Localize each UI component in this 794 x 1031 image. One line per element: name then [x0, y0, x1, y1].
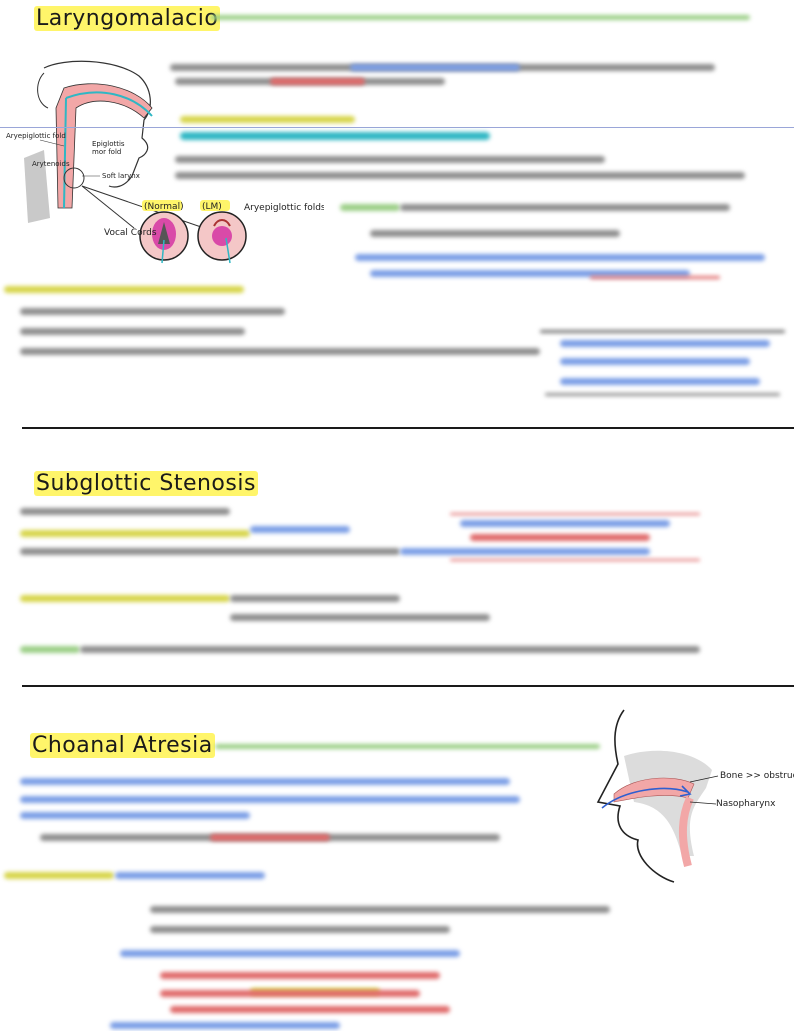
blurred-line — [175, 172, 745, 179]
blurred-line — [590, 276, 720, 279]
blurred-line — [20, 646, 80, 653]
label-bone-obstruction: Bone >> obstructi — [720, 771, 794, 781]
label-normal: (Normal) — [144, 202, 184, 212]
blurred-line — [20, 348, 540, 355]
blurred-line — [450, 559, 700, 561]
label-mor-fold: mor fold — [92, 148, 121, 156]
label-epiglottis: Epiglottis — [92, 140, 125, 148]
blurred-line — [370, 230, 620, 237]
blurred-line — [20, 328, 245, 335]
blurred-line — [20, 778, 510, 785]
label-nasopharynx: Nasopharynx — [716, 799, 776, 809]
blurred-line — [180, 116, 355, 123]
blurred-line — [270, 78, 365, 85]
blurred-line — [20, 812, 250, 819]
nasal-diagram: Bone >> obstructi Nasopharynx — [596, 709, 794, 883]
blurred-line — [450, 513, 700, 515]
blurred-line — [160, 972, 440, 979]
blurred-line — [160, 990, 420, 997]
blurred-line — [400, 204, 730, 211]
blurred-line — [460, 520, 670, 527]
blurred-line — [215, 744, 600, 749]
blurred-line — [560, 378, 760, 385]
blurred-line — [20, 548, 400, 555]
label-aryepiglottic-folds: Aryepiglottic folds — [244, 203, 324, 213]
blurred-line — [115, 872, 265, 879]
blurred-line — [355, 254, 765, 261]
section-title-choanal-atresia: Choanal Atresia — [30, 733, 215, 758]
larynx-diagram: Aryepiglottic fold Epiglottis mor fold A… — [6, 60, 324, 264]
label-arytenoids: Arytenoids — [32, 160, 70, 168]
blurred-line — [80, 646, 700, 653]
blurred-line — [250, 526, 350, 533]
blurred-line — [230, 614, 490, 621]
label-lm: (LM) — [202, 202, 222, 212]
blurred-line — [560, 340, 770, 347]
label-aryepiglottic-fold: Aryepiglottic fold — [6, 132, 66, 140]
blurred-line — [20, 530, 250, 537]
blurred-line — [175, 156, 605, 163]
blurred-line — [545, 393, 780, 396]
blurred-line — [210, 834, 330, 841]
blurred-line — [20, 595, 230, 602]
blurred-line — [540, 330, 785, 333]
divider-thin — [0, 127, 794, 128]
blurred-line — [170, 1006, 450, 1013]
blurred-line — [470, 534, 650, 541]
blurred-line — [180, 132, 490, 140]
blurred-line — [370, 270, 690, 277]
section-divider — [22, 427, 794, 429]
blurred-line — [20, 796, 520, 803]
section-title-subglottic-stenosis: Subglottic Stenosis — [34, 471, 258, 496]
blurred-line — [20, 508, 230, 515]
blurred-line — [400, 548, 650, 555]
blurred-line — [560, 358, 750, 365]
blurred-line — [120, 950, 460, 957]
label-vocal-cords: Vocal Cords — [104, 228, 157, 238]
blurred-line — [340, 204, 400, 211]
blurred-line — [210, 15, 750, 20]
blurred-line — [20, 308, 285, 315]
blurred-line — [350, 64, 520, 71]
blurred-line — [4, 872, 114, 879]
blurred-line — [150, 926, 450, 933]
section-divider — [22, 685, 794, 687]
blurred-line — [4, 286, 244, 293]
section-title-laryngomalacia: Laryngomalacio — [34, 6, 221, 31]
label-soft-larynx: Soft larynx — [102, 172, 140, 180]
blurred-line — [150, 906, 610, 913]
blurred-line — [110, 1022, 340, 1029]
blurred-line — [230, 595, 400, 602]
